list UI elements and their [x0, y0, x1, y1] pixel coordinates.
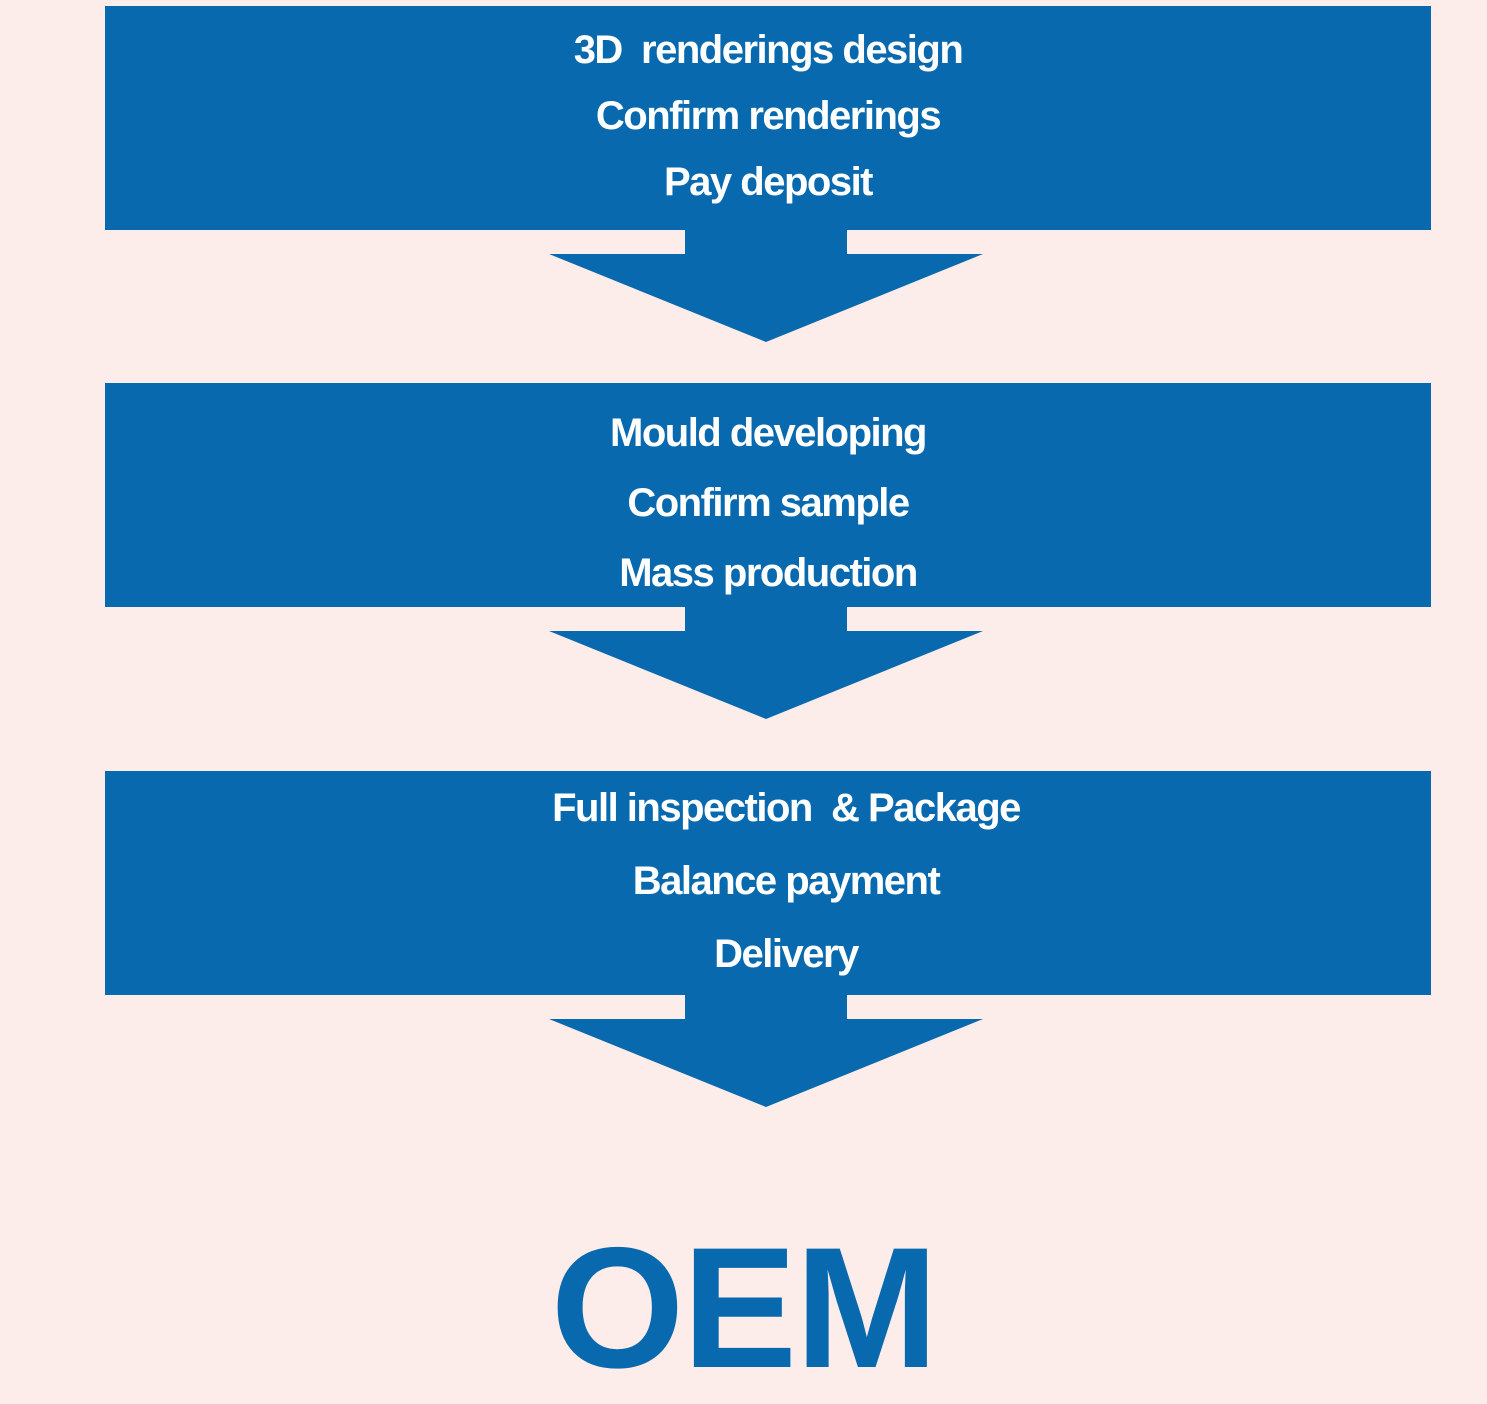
- step-label: Balance payment: [632, 859, 941, 903]
- step-label: Confirm renderings: [595, 94, 942, 138]
- step-label: 3D renderings design: [573, 28, 964, 72]
- step-label: Pay deposit: [663, 160, 874, 204]
- down-arrow-icon: [549, 228, 983, 342]
- step-label: Delivery: [714, 932, 859, 976]
- down-arrow-icon: [549, 993, 983, 1107]
- page-title: OEM: [550, 1212, 939, 1404]
- down-arrow-icon: [549, 605, 983, 719]
- step-label: Confirm sample: [627, 481, 910, 525]
- step-label: Full inspection & Package: [552, 786, 1021, 830]
- step-label: Mould developing: [610, 411, 927, 455]
- step-label: Mass production: [619, 551, 918, 595]
- stage-box-2: Mould developing Confirm sample Mass pro…: [105, 383, 1431, 607]
- stage-box-1: 3D renderings design Confirm renderings …: [105, 6, 1431, 230]
- stage-box-3: Full inspection & Package Balance paymen…: [105, 771, 1431, 995]
